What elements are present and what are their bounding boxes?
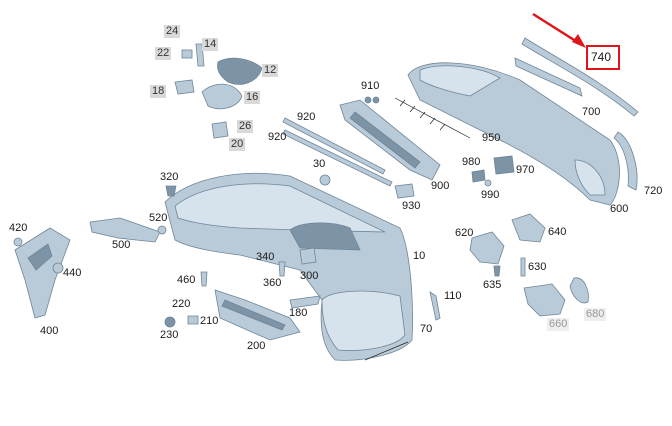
part-230[interactable] (164, 316, 176, 328)
part-520[interactable] (157, 225, 167, 235)
label-440[interactable]: 440 (63, 267, 82, 279)
label-220[interactable]: 220 (172, 298, 191, 310)
label-990[interactable]: 990 (481, 189, 500, 201)
bracket-400-part[interactable] (14, 227, 71, 319)
label-520[interactable]: 520 (149, 212, 168, 224)
label-460[interactable]: 460 (177, 274, 196, 286)
label-180[interactable]: 180 (289, 307, 308, 319)
label-360[interactable]: 360 (263, 277, 282, 289)
label-10[interactable]: 10 (413, 250, 426, 262)
rod-920-part[interactable] (282, 117, 393, 187)
part-990[interactable] (484, 179, 492, 187)
label-920-upper[interactable]: 920 (297, 111, 316, 123)
upper-bumper-part[interactable] (407, 62, 620, 206)
label-16[interactable]: 16 (244, 91, 261, 104)
label-620[interactable]: 620 (455, 227, 474, 239)
part-440[interactable] (52, 262, 64, 274)
label-660[interactable]: 660 (547, 318, 570, 331)
label-630[interactable]: 630 (528, 261, 547, 273)
label-18[interactable]: 18 (150, 85, 167, 98)
label-635[interactable]: 635 (483, 279, 502, 291)
part-20[interactable] (211, 121, 229, 139)
part-210[interactable] (187, 315, 199, 325)
label-910[interactable]: 910 (361, 80, 380, 92)
part-970[interactable] (493, 155, 515, 175)
part-930[interactable] (394, 183, 415, 199)
part-300[interactable] (299, 247, 317, 265)
arrow-icon (532, 12, 586, 48)
label-680[interactable]: 680 (584, 308, 607, 321)
label-210[interactable]: 210 (200, 315, 219, 327)
part-980[interactable] (471, 169, 486, 183)
label-720[interactable]: 720 (644, 185, 663, 197)
label-500[interactable]: 500 (112, 239, 131, 251)
part-660[interactable] (523, 283, 566, 317)
label-400[interactable]: 400 (40, 325, 59, 337)
label-920-lower[interactable]: 920 (268, 131, 287, 143)
part-22[interactable] (181, 49, 193, 59)
trim-strip-740-part[interactable] (521, 37, 639, 117)
bracket-500-part[interactable] (89, 217, 161, 243)
part-420[interactable] (13, 237, 23, 247)
label-980[interactable]: 980 (462, 156, 481, 168)
part-635[interactable] (493, 265, 501, 277)
label-110[interactable]: 110 (444, 290, 462, 302)
corner-trim-part[interactable] (613, 131, 638, 191)
label-24[interactable]: 24 (164, 25, 181, 38)
part-180[interactable] (289, 295, 321, 309)
label-30[interactable]: 30 (313, 158, 326, 170)
label-200[interactable]: 200 (247, 340, 266, 352)
part-18[interactable] (174, 79, 195, 95)
label-70[interactable]: 70 (420, 323, 433, 335)
part-460[interactable] (200, 271, 208, 287)
part-30[interactable] (319, 174, 331, 186)
part-360[interactable] (278, 261, 286, 277)
label-340[interactable]: 340 (256, 251, 275, 263)
label-320[interactable]: 320 (160, 171, 179, 183)
label-600[interactable]: 600 (610, 203, 629, 215)
label-740[interactable]: 740 (591, 50, 612, 64)
part-910[interactable] (364, 96, 380, 104)
bumper-cover-part[interactable] (164, 172, 413, 361)
label-930[interactable]: 930 (402, 200, 421, 212)
label-950[interactable]: 950 (482, 132, 501, 144)
part-110[interactable] (429, 291, 441, 321)
label-700[interactable]: 700 (582, 106, 601, 118)
label-14[interactable]: 14 (202, 38, 219, 51)
label-22[interactable]: 22 (155, 47, 172, 60)
part-640[interactable] (511, 213, 546, 243)
bracket-900-part[interactable] (339, 99, 441, 181)
part-620[interactable] (469, 231, 505, 265)
cable-950-part (394, 97, 471, 139)
highlight-box (586, 45, 620, 70)
part-16[interactable] (201, 83, 243, 110)
label-26[interactable]: 26 (237, 120, 254, 133)
label-970[interactable]: 970 (516, 164, 535, 176)
part-320[interactable] (165, 185, 177, 197)
label-420[interactable]: 420 (9, 222, 28, 234)
part-12[interactable] (217, 57, 263, 85)
label-640[interactable]: 640 (548, 226, 567, 238)
label-230[interactable]: 230 (160, 329, 179, 341)
label-20[interactable]: 20 (229, 138, 246, 151)
label-12[interactable]: 12 (262, 64, 279, 77)
diffuser-200-part[interactable] (214, 289, 301, 341)
label-900[interactable]: 900 (431, 180, 450, 192)
part-630[interactable] (520, 257, 526, 277)
trim-strip-700-part[interactable] (514, 57, 583, 97)
part-680[interactable] (569, 277, 589, 304)
label-300[interactable]: 300 (300, 270, 319, 282)
